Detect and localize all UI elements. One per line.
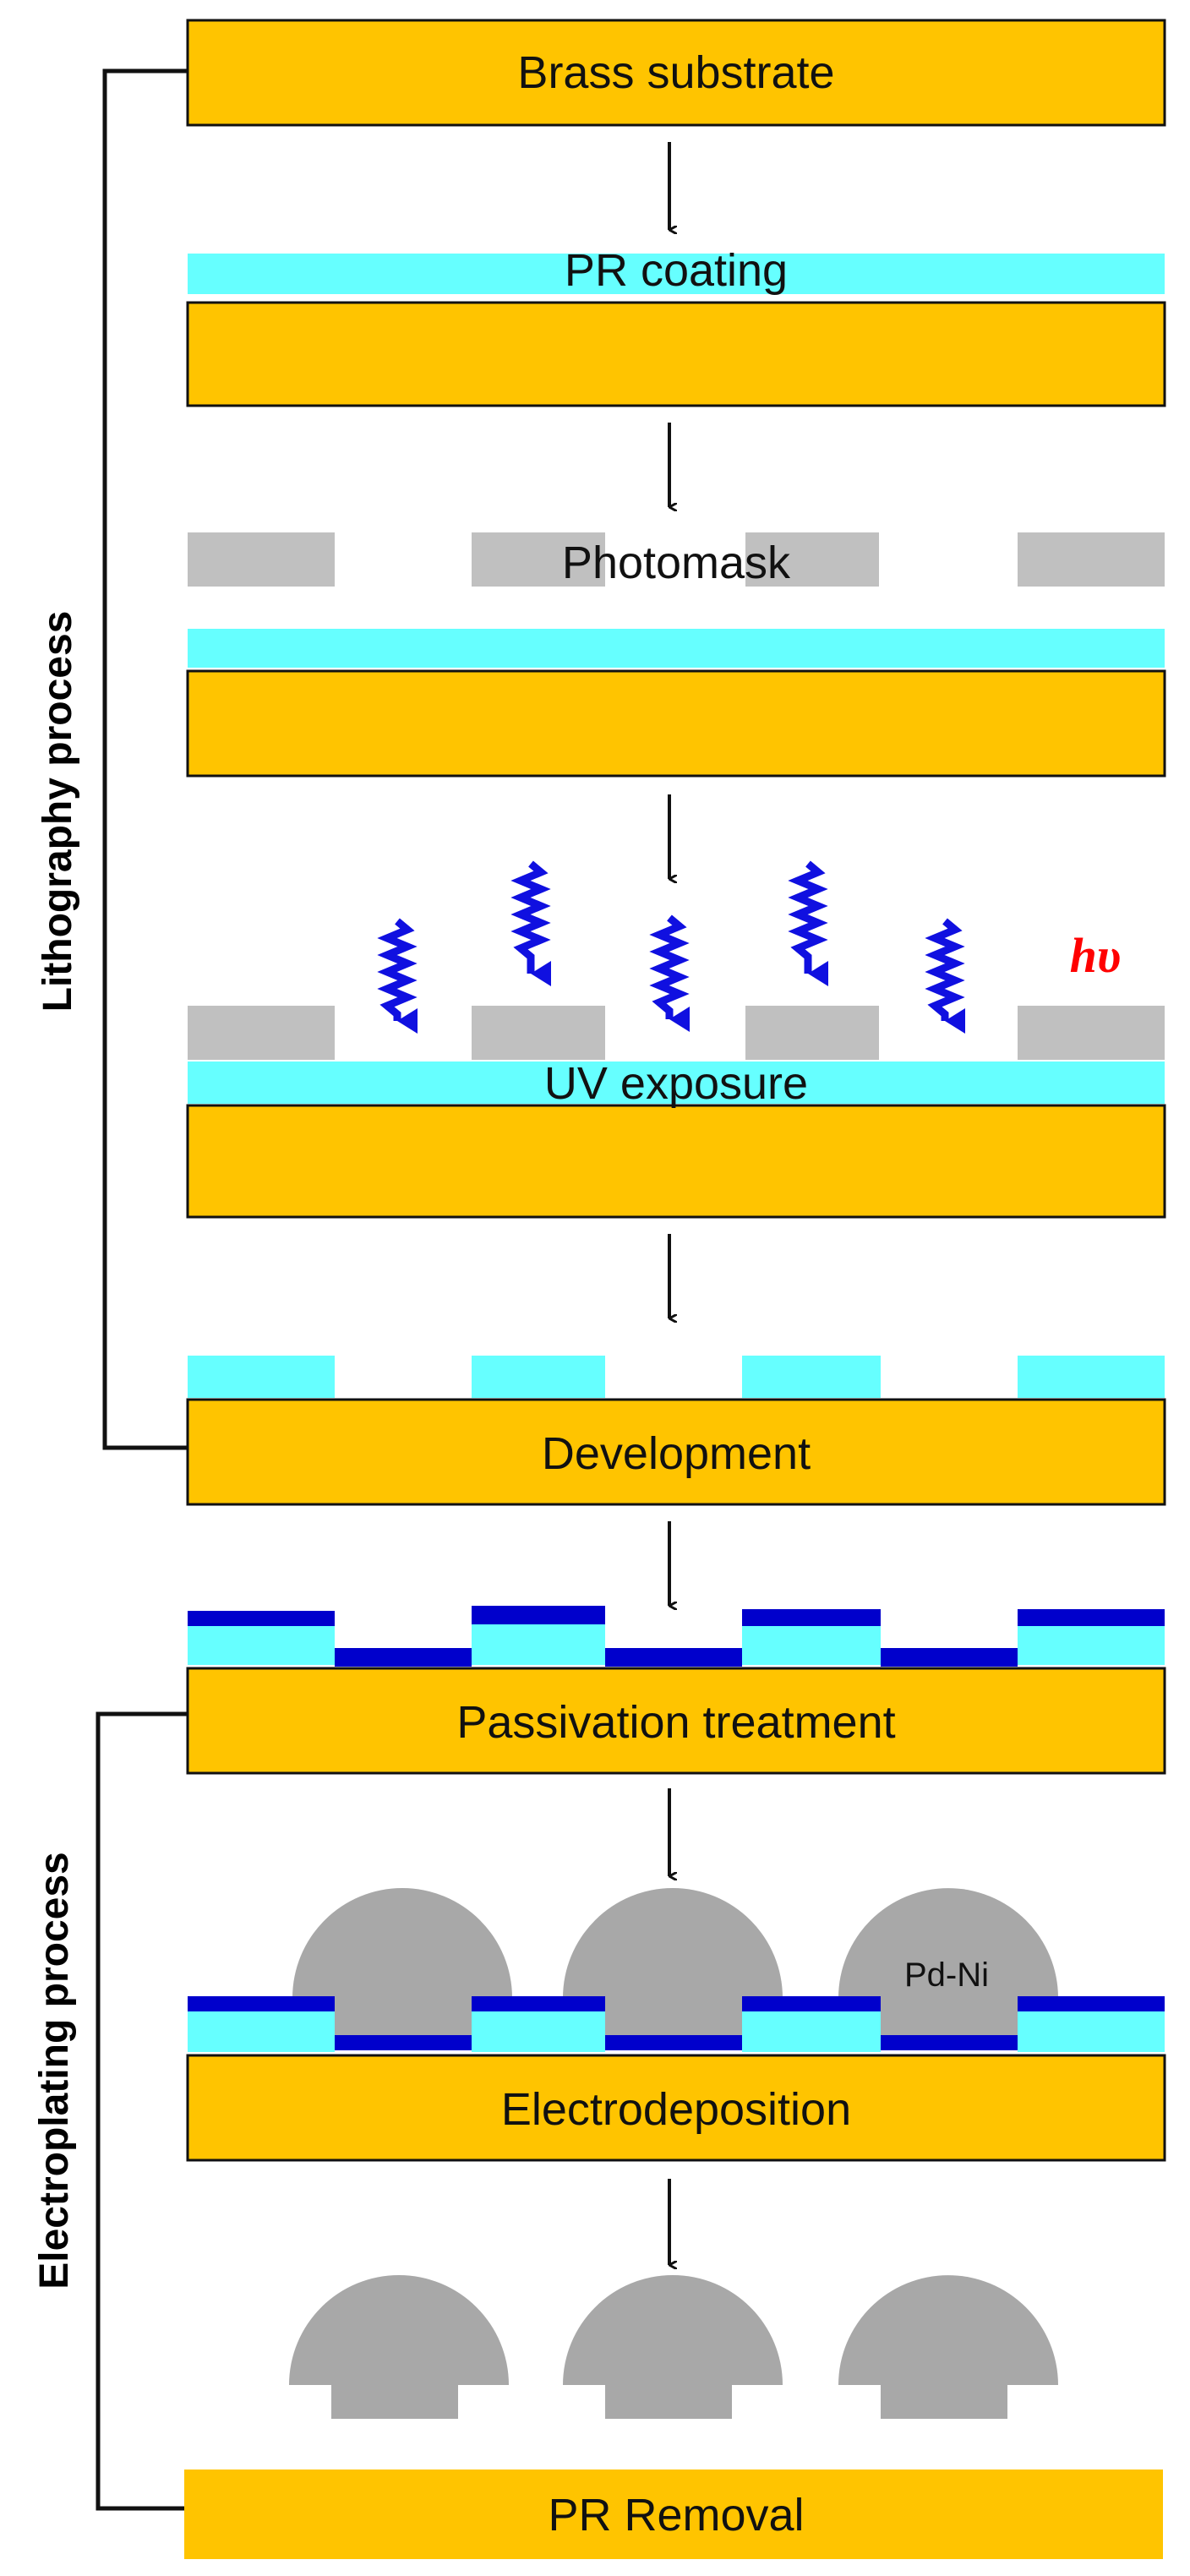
pass-pr-segment-1	[188, 1624, 335, 1665]
passivation-label: Passivation treatment	[456, 1697, 895, 1748]
uv-mask-segment-1	[188, 1006, 335, 1060]
electroplating-bracket	[96, 1711, 188, 2511]
pr-coating-label: PR coating	[565, 245, 788, 296]
ed-gap-3	[881, 2035, 1018, 2050]
uv-ray-4	[788, 860, 828, 986]
pass-gap-1	[335, 1648, 472, 1667]
pr-coating-substrate	[186, 301, 1166, 407]
removed-dome-2	[563, 2275, 783, 2419]
dev-pr-segment-3	[742, 1356, 881, 1398]
uv-ray-2	[510, 860, 551, 986]
uv-substrate	[186, 1104, 1166, 1219]
pass-gap-2	[605, 1648, 742, 1667]
pass-top-3	[742, 1609, 881, 1626]
photon-hv-label: hυ	[1070, 928, 1122, 983]
ed-top-3	[742, 1996, 881, 2011]
ed-gap-2	[605, 2035, 742, 2050]
passivation-substrate	[186, 1667, 1166, 1775]
pr-removal-substrate	[184, 2470, 1163, 2559]
pass-pr-segment-3	[742, 1624, 881, 1665]
ed-pr-segment-4	[1018, 2011, 1165, 2052]
ed-pr-segment-2	[472, 2011, 605, 2052]
development-label: Development	[542, 1428, 811, 1479]
brass-substrate-layer	[186, 19, 1166, 127]
photomask-substrate	[186, 669, 1166, 778]
photomask-segment-1	[188, 532, 335, 587]
dev-pr-segment-4	[1018, 1356, 1165, 1398]
removed-dome-1	[289, 2275, 509, 2419]
dev-pr-segment-2	[472, 1356, 605, 1398]
ed-pr-segment-3	[742, 2011, 881, 2052]
photomask-segment-2	[472, 532, 605, 587]
brass-substrate-label: Brass substrate	[517, 47, 834, 98]
photomask-segment-4	[1018, 532, 1165, 587]
ed-top-2	[472, 1996, 605, 2011]
pass-gap-3	[881, 1648, 1018, 1667]
pass-top-4	[1018, 1609, 1165, 1626]
pr-coating-layer	[188, 254, 1165, 294]
uv-ray-5	[925, 918, 965, 1034]
removed-dome-3	[838, 2275, 1058, 2419]
development-substrate	[186, 1398, 1166, 1506]
pr-removal-label: PR Removal	[548, 2490, 804, 2541]
pd-ni-label: Pd-Ni	[904, 1957, 989, 1994]
pass-pr-segment-2	[472, 1624, 605, 1665]
ed-gap-1	[335, 2035, 472, 2050]
uv-ray-3	[649, 914, 690, 1032]
ed-pr-segment-1	[188, 2011, 335, 2052]
ed-top-1	[188, 1996, 335, 2011]
photomask-segment-3	[745, 532, 879, 587]
uv-mask-segment-3	[745, 1006, 879, 1060]
lithography-process-label: Lithography process	[35, 611, 80, 1012]
uv-exposure-label: UV exposure	[544, 1058, 808, 1109]
uv-pr-layer	[188, 1062, 1165, 1104]
dev-pr-segment-1	[188, 1356, 335, 1398]
uv-mask-segment-2	[472, 1006, 605, 1060]
electrodeposition-substrate	[186, 2054, 1166, 2162]
uv-mask-segment-4	[1018, 1006, 1165, 1060]
deposit-dome-1	[292, 1888, 512, 2050]
ed-top-4	[1018, 1996, 1165, 2011]
deposit-dome-3	[838, 1888, 1058, 2050]
pass-pr-segment-4	[1018, 1624, 1165, 1665]
lithography-bracket	[102, 68, 188, 1450]
pass-top-2	[472, 1606, 605, 1624]
electrodeposition-label: Electrodeposition	[501, 2084, 851, 2135]
photomask-label: Photomask	[562, 538, 791, 588]
deposit-dome-2	[563, 1888, 783, 2050]
photomask-pr-layer	[188, 629, 1165, 668]
pass-top-1	[188, 1611, 335, 1626]
uv-ray-1	[377, 918, 418, 1034]
electroplating-process-label: Electroplating process	[32, 1852, 77, 2289]
